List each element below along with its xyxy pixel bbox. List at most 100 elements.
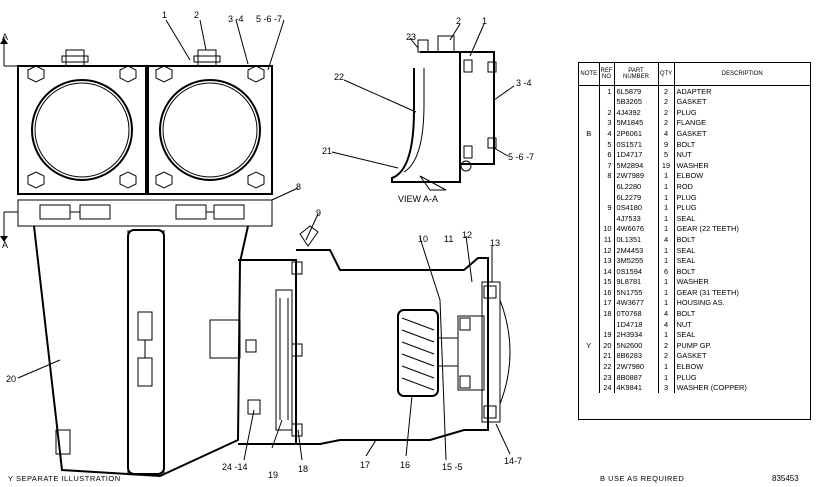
cell-part: 4J4392 [614, 107, 659, 118]
housing-assembly [209, 225, 489, 445]
cell-desc: GEAR (31 TEETH) [676, 287, 739, 297]
cell-note [579, 223, 600, 235]
cell-desc: ELBOW [676, 171, 704, 181]
cell-ref: 14 [599, 266, 615, 277]
cell-qty: 4 [658, 308, 675, 320]
illustration-number: 835453 [772, 474, 799, 483]
cell-note [579, 244, 600, 256]
leader-lines [17, 19, 515, 461]
callout-24-14: 24 -14 [222, 462, 248, 472]
cell-desc: NUT [676, 319, 692, 329]
cell-desc: WASHER [676, 160, 709, 170]
gear-set [397, 281, 511, 423]
pump-body [33, 225, 249, 478]
cell-qty: 1 [658, 202, 675, 214]
cell-desc: PUMP GP. [676, 340, 712, 350]
cell-part: 5M1845 [614, 117, 659, 129]
cell-desc: BOLT [676, 234, 696, 244]
cell-qty: 2 [658, 85, 675, 97]
cell-qty: 1 [658, 244, 675, 256]
footer-note-separate: Y SEPARATE ILLUSTRATION [8, 474, 121, 483]
cell-desc: GASKET [676, 97, 707, 107]
cell-part: 2P6061 [614, 128, 659, 139]
callout-12: 12 [462, 230, 472, 240]
cell-desc: PLUG [676, 203, 697, 213]
cell-desc: SEAL [676, 245, 696, 255]
cell-part: 4K9841 [614, 382, 659, 394]
left-adapter-flange [17, 65, 147, 195]
callout-10: 10 [418, 234, 428, 244]
cell-desc: PLUG [676, 372, 697, 382]
view-caption: VIEW A-A [398, 194, 438, 204]
cell-qty: 4 [658, 234, 675, 245]
view-callout-2: 2 [456, 16, 461, 26]
cell-part: 8B0887 [614, 372, 659, 383]
cell-note [579, 276, 600, 288]
header-qty: QTY [658, 63, 675, 86]
cell-ref [599, 213, 615, 224]
view-callout-1: 1 [482, 16, 487, 26]
cell-ref: 3 [599, 117, 615, 129]
callout-15-5: 15 -5 [442, 462, 463, 472]
callout-17: 17 [360, 460, 370, 470]
callout-11: 11 [444, 234, 453, 244]
cell-part: 2W7980 [614, 361, 659, 373]
cell-qty: 4 [658, 128, 675, 139]
cell-part: 6L2279 [614, 191, 659, 203]
cell-note [579, 181, 600, 192]
cell-note [579, 117, 600, 129]
cell-note: B [579, 128, 600, 139]
header-part: PART NUMBER [614, 63, 659, 86]
cell-ref: 24 [599, 382, 615, 394]
cell-note [579, 266, 600, 277]
cell-note [579, 329, 600, 341]
view-callout-5-6-7: 5 -6 -7 [508, 152, 534, 162]
cell-desc: FLANGE [676, 118, 707, 128]
cell-part: 4W3677 [614, 297, 659, 309]
cell-part: 2M4453 [614, 244, 659, 256]
cell-ref: 22 [599, 361, 615, 373]
cell-qty: 1 [658, 181, 675, 192]
cell-ref: 8 [599, 170, 615, 182]
cell-ref: 7 [599, 160, 615, 171]
callout-19: 19 [268, 470, 278, 480]
cell-ref: 16 [599, 287, 615, 298]
cell-note [579, 350, 600, 362]
cell-desc: ELBOW [676, 362, 704, 372]
cell-note [579, 382, 600, 394]
cell-note [579, 85, 600, 97]
cell-qty: 1 [658, 170, 675, 182]
cell-qty: 5 [658, 149, 675, 161]
cell-note [579, 319, 600, 330]
cell-note [579, 297, 600, 309]
view-callout-21: 21 [322, 146, 332, 156]
cell-desc: NUT [676, 150, 692, 160]
cell-note [579, 287, 600, 298]
cell-ref [599, 191, 615, 203]
cell-desc: GASKET [676, 351, 707, 361]
cell-qty: 2 [658, 96, 675, 108]
cell-ref: 19 [599, 329, 615, 341]
gasket-bolt-row [17, 199, 273, 227]
callout-9: 9 [316, 208, 321, 218]
callout-14-7: 14-7 [504, 456, 522, 466]
cell-desc: WASHER [676, 277, 709, 287]
cell-qty: 1 [658, 255, 675, 267]
cell-ref: 17 [599, 297, 615, 309]
cell-ref: 10 [599, 223, 615, 235]
callout-16: 16 [400, 460, 410, 470]
callout-20: 20 [6, 374, 16, 384]
